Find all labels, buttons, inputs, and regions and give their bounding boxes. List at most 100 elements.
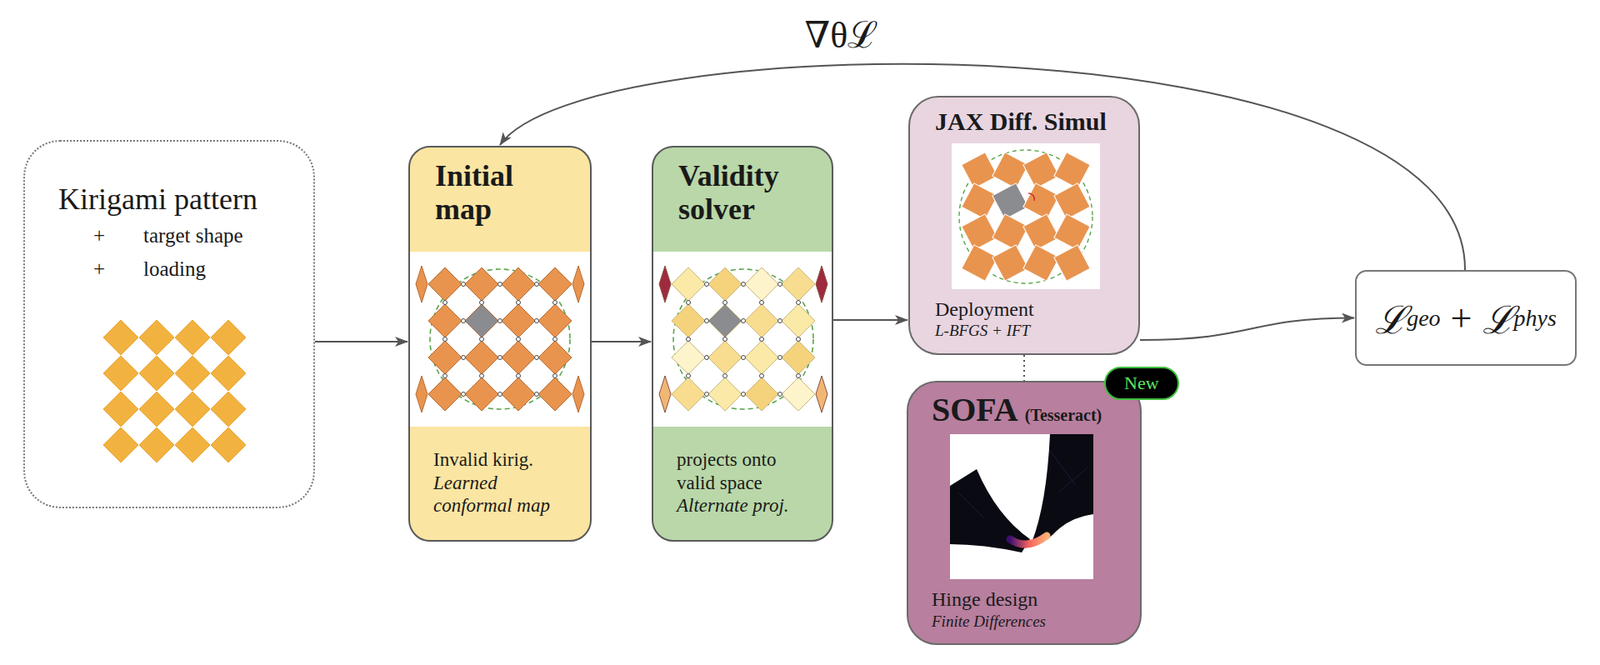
hinge-dot [498, 319, 503, 324]
hinge-dot [760, 300, 765, 305]
panel-title: JAX Diff. Simul [935, 107, 1119, 137]
kirigami-tile [781, 267, 815, 301]
loss-term: + [1450, 295, 1473, 340]
hinge-dot [461, 392, 466, 397]
plus-sign: + [93, 221, 144, 250]
deployed-tile [992, 182, 1029, 219]
edge-label: ∇θℒ [798, 8, 886, 59]
deployed-tile [1054, 213, 1090, 250]
kirigami-tile [745, 304, 779, 338]
kirigami-tile [103, 355, 139, 391]
hinge-dot [516, 300, 521, 305]
kirigami-tile [465, 267, 499, 301]
hinge-dot [705, 319, 710, 324]
kirigami-tile [572, 265, 585, 303]
loss-subscript: geo [1406, 305, 1440, 332]
deployed-tile [961, 213, 998, 250]
hinge-dot [723, 337, 728, 342]
hinge-dot [553, 300, 558, 305]
kirigami-tile [210, 355, 246, 391]
connector [500, 64, 1465, 270]
hinge-dot [741, 282, 746, 287]
card-figure [653, 251, 832, 427]
kirigami-tile [781, 377, 815, 411]
kirigami-tile [175, 320, 210, 355]
kirigami-tile [210, 320, 246, 355]
card-method: Learned conformal map [433, 471, 572, 518]
kirigami-tile [139, 391, 175, 427]
hinge-dot [686, 300, 691, 305]
hinge-dot [741, 355, 746, 360]
node-box: Initial mapInvalid kirig.Learned conform… [408, 145, 592, 542]
hinge-dot [516, 337, 521, 342]
hinge-dot [686, 337, 691, 342]
kirigami-tile [501, 377, 535, 411]
plus-sign: + [93, 255, 144, 284]
deployed-tile [992, 244, 1029, 280]
node-box: ℒgeo+ℒphys [1355, 270, 1577, 366]
loss-term: ℒ [1375, 292, 1407, 345]
kirigami-tile [103, 427, 139, 463]
hinge-dot [778, 355, 783, 360]
panel-figure [950, 434, 1094, 580]
panel-text: Deployment [935, 297, 1119, 322]
card-text: Invalid kirig. [433, 448, 572, 472]
illustration [951, 143, 1100, 290]
kirigami-tile [671, 377, 705, 411]
kirigami-tile [572, 375, 585, 413]
connector [315, 340, 408, 343]
hinge-dot [461, 355, 466, 360]
deployed-tile [1054, 182, 1090, 219]
deployed-tile [1054, 151, 1090, 188]
hinge-dot [535, 355, 540, 360]
hinge-dot [443, 374, 448, 379]
kirigami-tile [538, 304, 572, 338]
hinge-dot [516, 374, 521, 379]
deployed-tile [1023, 244, 1060, 280]
hinge-dot [778, 319, 783, 324]
deployed-tile [961, 244, 998, 280]
connector [591, 340, 651, 343]
pattern-figure [100, 316, 250, 467]
kirigami-tile [103, 320, 139, 355]
hinge-dot [461, 319, 466, 324]
input-item: target shape [143, 221, 244, 250]
hinge-dot [705, 355, 710, 360]
hinge-dot [796, 337, 801, 342]
illustration [653, 251, 832, 427]
kirigami-tile [745, 377, 779, 411]
node-box: Validity solverprojects onto valid space… [651, 145, 834, 542]
rotation-mark [1028, 192, 1035, 200]
hinge-dot [796, 300, 801, 305]
kirigami-tile [428, 377, 462, 411]
illustration [100, 316, 250, 467]
kirigami-tile [465, 340, 499, 375]
loss-subscript: phys [1514, 305, 1557, 332]
node-box: Kirigami pattern+target shape+loading [23, 140, 315, 509]
kirigami-tile [501, 304, 535, 338]
kirigami-tile [175, 391, 210, 427]
deployed-tile [1023, 151, 1060, 188]
kirigami-tile [139, 320, 175, 355]
hinge-dot [686, 374, 691, 379]
kirigami-tile [671, 340, 705, 375]
hinge-dot [778, 392, 783, 397]
card-footer: projects onto valid spaceAlternate proj. [653, 426, 832, 540]
kirigami-tile [538, 377, 572, 411]
kirigami-tile [708, 267, 742, 301]
hinge-dot [723, 374, 728, 379]
target-circle [959, 150, 1093, 284]
kirigami-tile [139, 355, 175, 391]
kirigami-tile [781, 340, 815, 375]
loss-term: ℒ [1482, 292, 1515, 345]
input-item: loading [143, 255, 206, 284]
kirigami-tile [428, 267, 462, 301]
hinge-dot [480, 374, 485, 379]
hinge-dot [741, 319, 746, 324]
connector [1023, 355, 1025, 381]
deployed-tile [992, 213, 1029, 250]
kirigami-tile [175, 427, 210, 463]
panel-heading: SOFA(Tesseract) [931, 390, 1120, 430]
kirigami-tile [781, 304, 815, 338]
card-method: Alternate proj. [676, 494, 814, 518]
